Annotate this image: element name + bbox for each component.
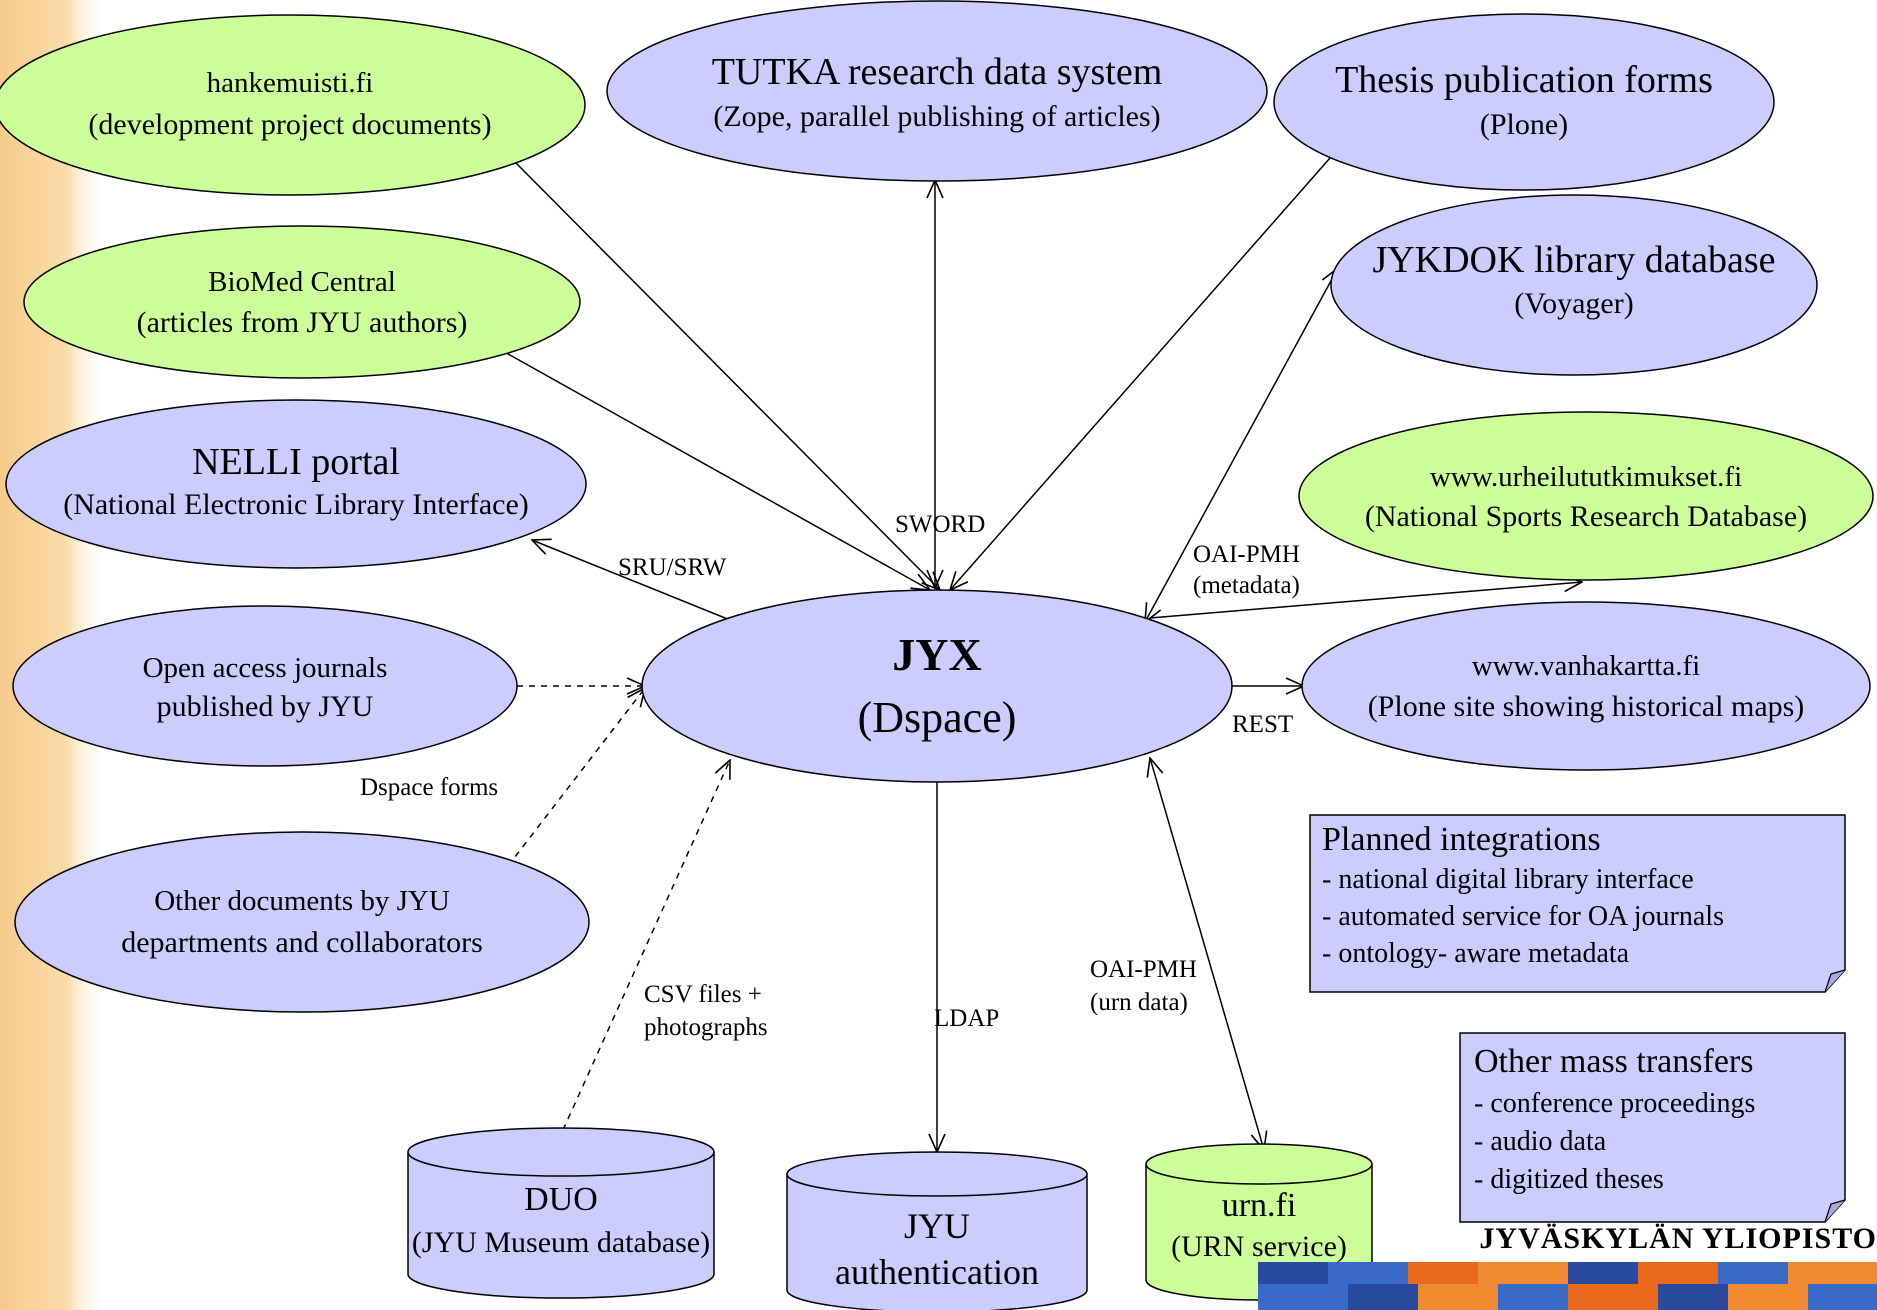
node-jyuauth-subtitle: authentication: [835, 1252, 1039, 1292]
node-duo-title: DUO: [524, 1181, 598, 1218]
node-jykdok[interactable]: JYKDOK library database (Voyager): [1330, 194, 1818, 376]
node-otherdocs-title: Other documents by JYU: [154, 885, 450, 917]
node-nelli[interactable]: NELLI portal (National Electronic Librar…: [5, 399, 587, 569]
node-urn-subtitle: (URN service): [1171, 1230, 1347, 1263]
note-planned-item: - automated service for OA journals: [1322, 901, 1724, 932]
node-urheilu-subtitle: (National Sports Research Database): [1365, 500, 1807, 533]
note-mass: Other mass transfers - conference procee…: [1459, 1032, 1846, 1223]
edge-jyx-nelli: [532, 540, 731, 621]
node-duo[interactable]: DUO (JYU Museum database): [407, 1127, 715, 1299]
node-jyuauth-title: JYU: [904, 1206, 970, 1246]
node-nelli-subtitle: (National Electronic Library Interface): [63, 488, 529, 521]
edges: [491, 157, 1582, 1152]
node-biomed[interactable]: BioMed Central (articles from JYU author…: [23, 225, 581, 379]
edge-jyx-urn: [1150, 758, 1264, 1150]
note-planned: Planned integrations - national digital …: [1309, 814, 1846, 993]
edge-label-oai-urn-2: (urn data): [1090, 989, 1188, 1016]
edge-otherdocs-jyx: [507, 688, 645, 867]
node-urheilu[interactable]: www.urheilututkimukset.fi (National Spor…: [1298, 411, 1874, 581]
edge-label-dspace-forms: Dspace forms: [360, 774, 498, 801]
edge-biomed-jyx: [491, 344, 930, 590]
node-openaccess-subtitle: published by JYU: [157, 690, 374, 723]
note-mass-item: - digitized theses: [1474, 1164, 1664, 1195]
note-planned-item: - national digital library interface: [1322, 864, 1694, 895]
edge-label-csv-1: CSV files +: [644, 981, 762, 1008]
university-logo: JYVÄSKYLÄN YLIOPISTO: [1258, 1222, 1877, 1310]
edge-label-oai-meta-1: OAI-PMH: [1193, 541, 1300, 568]
edge-jyx-jykdok: [1145, 268, 1338, 622]
node-jyx-subtitle: (Dspace): [858, 693, 1017, 742]
node-jykdok-subtitle: (Voyager): [1514, 287, 1633, 320]
node-biomed-subtitle: (articles from JYU authors): [137, 306, 468, 339]
note-planned-item: - ontology- aware metadata: [1322, 938, 1630, 969]
node-vanhakartta-title: www.vanhakartta.fi: [1472, 650, 1700, 682]
edge-label-rest: REST: [1232, 711, 1293, 738]
node-otherdocs[interactable]: Other documents by JYU departments and c…: [14, 831, 590, 1013]
edge-duo-jyx: [562, 760, 730, 1131]
node-urn-title: urn.fi: [1222, 1187, 1297, 1224]
node-hankemuisti-subtitle: (development project documents): [88, 108, 491, 141]
node-tutka-title: TUTKA research data system: [712, 51, 1163, 93]
edge-labels: SWORD SRU/SRW OAI-PMH (metadata) REST Ds…: [360, 511, 1300, 1041]
edge-jyx-urheilu: [1149, 582, 1582, 619]
node-jyx[interactable]: JYX (Dspace): [641, 589, 1233, 783]
edge-thesis-jyx: [950, 157, 1331, 590]
university-logo-text: JYVÄSKYLÄN YLIOPISTO: [1479, 1222, 1877, 1255]
node-thesis[interactable]: Thesis publication forms (Plone): [1273, 13, 1775, 191]
node-biomed-title: BioMed Central: [208, 266, 396, 298]
node-tutka-subtitle: (Zope, parallel publishing of articles): [713, 100, 1160, 133]
node-openaccess[interactable]: Open access journals published by JYU: [12, 605, 518, 767]
node-hankemuisti[interactable]: hankemuisti.fi (development project docu…: [0, 14, 586, 196]
edge-hankemuisti-jyx: [514, 161, 940, 590]
node-nelli-title: NELLI portal: [192, 441, 400, 483]
node-thesis-subtitle: (Plone): [1480, 108, 1568, 141]
edge-label-sru: SRU/SRW: [618, 554, 727, 581]
node-tutka[interactable]: TUTKA research data system (Zope, parall…: [606, 0, 1268, 182]
logo-stripe: [1258, 1262, 1877, 1310]
note-mass-item: - conference proceedings: [1474, 1088, 1755, 1119]
edge-label-sword: SWORD: [895, 511, 985, 538]
node-otherdocs-subtitle: departments and collaborators: [121, 926, 483, 959]
node-jyx-title: JYX: [892, 629, 981, 680]
node-urheilu-title: www.urheilututkimukset.fi: [1430, 461, 1742, 493]
edge-label-oai-urn-1: OAI-PMH: [1090, 956, 1197, 983]
node-jyuauth[interactable]: JYU authentication: [786, 1151, 1088, 1310]
node-duo-subtitle: (JYU Museum database): [412, 1226, 710, 1259]
edge-label-oai-meta-2: (metadata): [1193, 572, 1300, 599]
node-jykdok-title: JYKDOK library database: [1372, 239, 1775, 281]
node-vanhakartta[interactable]: www.vanhakartta.fi (Plone site showing h…: [1301, 601, 1871, 771]
note-mass-item: - audio data: [1474, 1126, 1607, 1157]
node-thesis-title: Thesis publication forms: [1335, 59, 1713, 101]
node-hankemuisti-title: hankemuisti.fi: [207, 67, 374, 99]
note-mass-title: Other mass transfers: [1474, 1043, 1753, 1080]
node-openaccess-title: Open access journals: [143, 652, 388, 684]
edge-label-ldap: LDAP: [934, 1005, 999, 1032]
note-planned-title: Planned integrations: [1322, 821, 1601, 858]
edge-label-csv-2: photographs: [644, 1014, 768, 1041]
node-vanhakartta-subtitle: (Plone site showing historical maps): [1368, 690, 1805, 723]
